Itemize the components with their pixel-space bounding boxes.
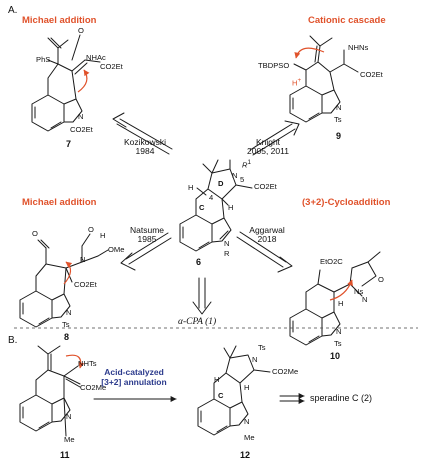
c10-indole-n: N (336, 327, 342, 336)
c9-proton: H+ (292, 77, 302, 88)
curly-arrow-8 (63, 261, 73, 285)
retro-arrow-natsume (120, 232, 172, 271)
compound-8-number: 8 (64, 332, 70, 342)
c12-indole-n: N (244, 417, 250, 426)
citation-knight: Knight 2005, 2011 (247, 137, 289, 156)
compound-11-structure (19, 345, 81, 437)
c6-indole-r: R (224, 249, 230, 258)
compound-9-number: 9 (336, 131, 342, 141)
c12-ts: Ts (258, 343, 266, 352)
curly-arrow-11 (65, 354, 85, 369)
c8-ts: Ts (62, 320, 70, 329)
c12-h1: H (214, 375, 220, 384)
c6-h4: H (188, 183, 194, 192)
c10-h: H (338, 299, 344, 308)
compound-12-structure (197, 345, 271, 436)
c7-n-sub: CO2Et (70, 125, 93, 134)
c12-n: N (252, 355, 258, 364)
c11-n: N (66, 412, 72, 421)
c12-ring-c: C (218, 391, 224, 400)
c10-ts: Ts (334, 339, 342, 348)
c11-nhts: NHTs (78, 359, 97, 368)
heading-michael-addition-mid: Michael addition (22, 197, 97, 208)
compound-10-number: 10 (330, 351, 341, 361)
c7-n: N (78, 112, 84, 121)
citation-kozikowski: Kozikowski 1984 (123, 137, 167, 156)
retro-arrow-cpa (192, 277, 212, 315)
heading-cycloaddition: (3+2)-Cycloaddition (302, 197, 391, 208)
c12-me: Me (244, 433, 255, 442)
c12-h2: H (244, 383, 250, 392)
c10-n: N (362, 295, 368, 304)
retro-arrow-kozikowski (112, 112, 173, 155)
compound-8-structure (19, 233, 109, 328)
c9-tbdpso: TBDPSO (258, 61, 290, 70)
section-a-label: A. (8, 5, 18, 16)
c10-ns: Ns (354, 287, 364, 296)
curly-arrow-7 (77, 69, 90, 93)
c7-oxygen: O (78, 26, 84, 35)
c12-co2me: CO2Me (272, 367, 299, 376)
c7-phs: PhS (36, 55, 51, 64)
c8-co2et: CO2Et (74, 280, 97, 289)
section-b-label: B. (8, 335, 18, 346)
c7-nhac: NHAc (86, 53, 106, 62)
c8-ome: OMe (108, 245, 125, 254)
c6-co2et: CO2Et (254, 182, 277, 191)
c11-co2me: CO2Me (80, 383, 107, 392)
c6-n: N (232, 171, 238, 180)
compound-12-number: 12 (240, 450, 251, 460)
compound-7-structure (31, 34, 101, 132)
c8-oxygen-1: O (32, 229, 38, 238)
c8-n: N (80, 255, 86, 264)
product-cpa: α-CPA (1) (178, 317, 217, 327)
retro-arrow-aggarwal (236, 231, 293, 273)
c8-indole-n: N (66, 308, 72, 317)
c6-ring-d: D (218, 179, 224, 188)
c6-r1: R1 (242, 159, 252, 170)
c6-pos4: 4 (209, 193, 214, 202)
product-speradine: speradine C (2) (310, 393, 373, 403)
citation-aggarwal: Aggarwal 2018 (249, 225, 285, 244)
curly-arrow-9 (294, 47, 325, 59)
c10-eto2c: EtO2C (320, 257, 343, 266)
c7-co2et: CO2Et (100, 62, 123, 71)
retro-arrow-knight (249, 120, 300, 156)
c8-h: H (100, 231, 106, 240)
compound-6-number: 6 (196, 257, 202, 267)
compound-7-number: 7 (66, 139, 72, 149)
compound-9-structure (289, 35, 359, 123)
c8-oxygen-2: O (88, 225, 94, 234)
c6-h5: H (228, 203, 234, 212)
c11-me: Me (64, 435, 75, 444)
c9-ts: Ts (334, 115, 342, 124)
heading-cationic-cascade: Cationic cascade (308, 15, 386, 26)
compound-11-number: 11 (60, 450, 70, 460)
acid-catalyzed-label: Acid-catalyzed [3+2] annulation (101, 367, 167, 387)
c10-oxygen: O (378, 275, 384, 284)
c6-pos5: 5 (240, 175, 245, 184)
c9-n: N (336, 103, 342, 112)
citation-natsume: Natsume 1985 (129, 225, 164, 244)
heading-michael-addition-top: Michael addition (22, 15, 97, 26)
c6-indole-n: N (224, 239, 230, 248)
c6-ring-c: C (199, 203, 205, 212)
c9-nhns: NHNs (348, 43, 369, 52)
compound-6-structure (179, 159, 253, 252)
curly-arrow-10 (329, 279, 353, 301)
c9-co2et: CO2Et (360, 70, 383, 79)
